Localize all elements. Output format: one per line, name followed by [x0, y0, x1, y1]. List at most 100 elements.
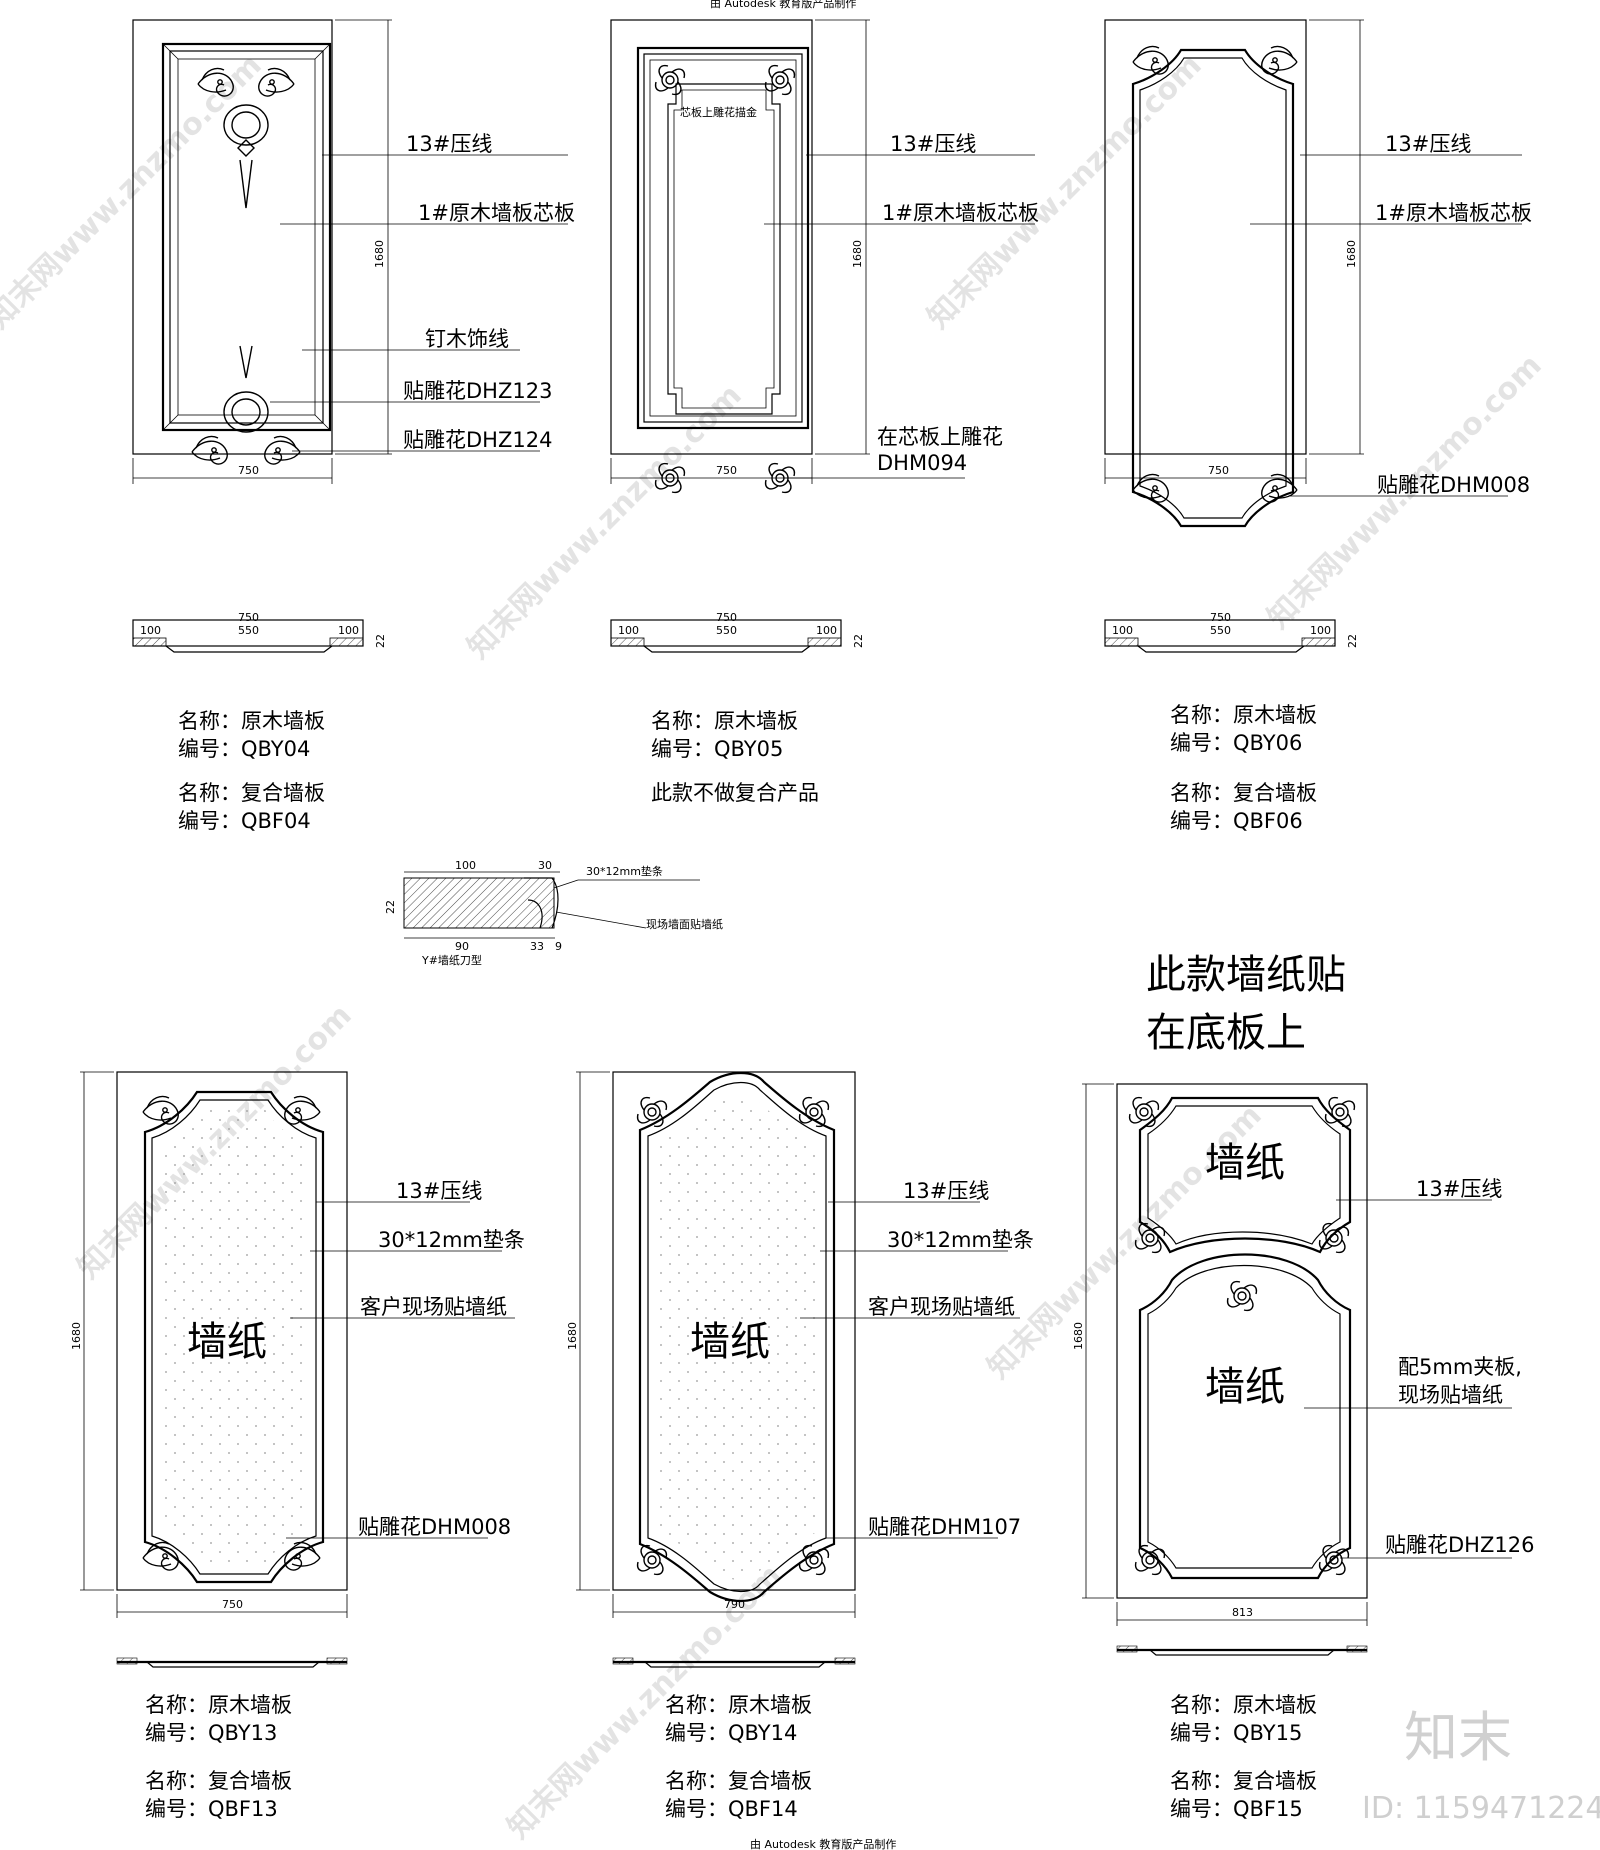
caption-line: 名称：原木墙板 [665, 1693, 812, 1717]
section-dim-left: 100 [140, 624, 161, 637]
label-moulding: 13#压线 [396, 1179, 482, 1203]
panel-qby06: 1680 750 13#压线 1#原木墙板芯板 贴雕花DHM008 750 10… [1104, 19, 1532, 833]
section-dim-right: 100 [816, 624, 837, 637]
caption-line: 名称：原木墙板 [145, 1693, 292, 1717]
label-carving-code: DHM094 [877, 451, 967, 475]
section-dim-thk: 22 [1346, 634, 1359, 648]
section-dim-total: 750 [238, 611, 259, 624]
carving-dhm107-icon [636, 1096, 668, 1128]
panel-qby13: 墙纸 1680 750 13#压线 30*12mm垫条 客户现场贴墙纸 贴雕花D… [70, 1071, 525, 1821]
panel-frame [132, 19, 333, 455]
section-dim-mid: 550 [1210, 624, 1231, 637]
panel-moulding [1131, 48, 1295, 528]
caption-line: 名称：复合墙板 [665, 1769, 812, 1793]
caption-line: 名称：原木墙板 [178, 709, 325, 733]
detail-dim: 90 [455, 940, 469, 953]
caption-line: 名称：原木墙板 [1170, 1693, 1317, 1717]
section-profile: 750 100 550 100 22 [132, 611, 387, 653]
carving-dhm008-icon [1132, 473, 1169, 503]
label-core-board: 1#原木墙板芯板 [418, 201, 575, 225]
autodesk-note-bottom: 由 Autodesk 教育版产品制作 [750, 1837, 896, 1850]
carving-dhz124-icon [191, 345, 301, 465]
label-strip: 30*12mm垫条 [887, 1228, 1034, 1252]
panel-frame [1116, 1083, 1368, 1599]
width-dim: 813 [1232, 1606, 1253, 1619]
rosette-icon [654, 64, 686, 96]
note-big-line2: 在底板上 [1146, 1010, 1306, 1056]
label-core-board: 1#原木墙板芯板 [882, 201, 1039, 225]
height-dim: 1680 [566, 1322, 579, 1350]
watermark-text: 知末网www.znzmo.com [921, 48, 1209, 336]
section-profile: 750 100 550 100 22 [1104, 611, 1359, 653]
section-dim-left: 100 [618, 624, 639, 637]
inner-note: 芯板上雕花描金 [680, 105, 757, 119]
wallpaper-text-bottom: 墙纸 [1205, 1364, 1285, 1410]
caption-line: 名称：原木墙板 [1170, 703, 1317, 727]
width-dim: 790 [724, 1598, 745, 1611]
width-dim: 750 [1208, 464, 1229, 477]
width-dim: 750 [238, 464, 259, 477]
carving-dhm008-icon [142, 1095, 179, 1125]
panel-frame [612, 1071, 856, 1591]
upper-moulding [1138, 1096, 1352, 1254]
caption-line: 名称：复合墙板 [178, 781, 325, 805]
carving-dhz123-icon [197, 67, 295, 209]
caption-line: 编号：QBF15 [1170, 1797, 1303, 1821]
label-wallpaper: 客户现场贴墙纸 [360, 1295, 507, 1319]
panel-qby04: 1680 750 13#压线 1#原木墙板芯板 钉木饰线 贴雕花DHZ123 贴… [132, 19, 575, 833]
panel-qby14: 墙纸 1680 790 13#压线 30*12mm垫条 客户现场贴墙纸 贴雕花D… [566, 1071, 1034, 1821]
section-dim-right: 100 [1310, 624, 1331, 637]
width-dim: 750 [716, 464, 737, 477]
lower-moulding [1138, 1253, 1352, 1580]
label-plywood: 配5mm夹板, [1398, 1355, 1522, 1379]
carving-dhz126-icon [1226, 1280, 1258, 1312]
section-dim-total: 750 [716, 611, 737, 624]
label-carving: 在芯板上雕花 [877, 425, 1003, 449]
section-dim-mid: 550 [238, 624, 259, 637]
panel-frame [610, 19, 813, 455]
height-dim: 1680 [70, 1322, 83, 1350]
section-dim-right: 100 [338, 624, 359, 637]
label-carving-2: 贴雕花DHZ124 [403, 428, 552, 452]
note-big-line1: 此款墙纸贴 [1146, 952, 1346, 998]
caption-line: 编号：QBY06 [1170, 731, 1302, 755]
label-carving: 贴雕花DHM107 [868, 1515, 1021, 1539]
watermark-text: 知末网www.znzmo.com [461, 378, 749, 666]
width-dim: 750 [222, 1598, 243, 1611]
label-trim: 钉木饰线 [425, 327, 509, 351]
height-dim: 1680 [1072, 1322, 1085, 1350]
detail-callout-wall: 现场墙面贴墙纸 [646, 917, 723, 931]
carving-dhz126-icon [1318, 1222, 1350, 1254]
section-profile: 750 100 550 100 22 [610, 611, 865, 653]
caption-line: 编号：QBF14 [665, 1797, 798, 1821]
label-carving: 贴雕花DHZ126 [1385, 1533, 1534, 1557]
label-strip: 30*12mm垫条 [378, 1228, 525, 1252]
label-moulding: 13#压线 [1385, 132, 1471, 156]
detail-dim: 100 [455, 859, 476, 872]
label-moulding: 13#压线 [890, 132, 976, 156]
caption-line: 编号：QBY15 [1170, 1721, 1302, 1745]
panel-qby05: 芯板上雕花描金 1680 750 13#压线 1#原木墙板芯板 在芯板上雕花 D… [610, 19, 1039, 805]
caption-line: 此款不做复合产品 [651, 781, 819, 805]
watermark-text: 知末网www.znzmo.com [0, 48, 269, 336]
wallpaper-text: 墙纸 [690, 1319, 770, 1365]
inner-fretwork [667, 83, 781, 415]
caption-line: 名称：原木墙板 [651, 709, 798, 733]
label-core-board: 1#原木墙板芯板 [1375, 201, 1532, 225]
panel-moulding [143, 1090, 325, 1584]
panel-qby15: 墙纸 墙纸 1680 813 13#压线 配5mm夹板, 现场贴墙纸 贴雕花DH… [1072, 1083, 1534, 1821]
section-dim-thk: 22 [852, 634, 865, 648]
image-id: ID: 1159471224 [1362, 1791, 1600, 1826]
label-moulding: 13#压线 [1416, 1177, 1502, 1201]
label-moulding: 13#压线 [406, 132, 492, 156]
panel-moulding [636, 46, 810, 430]
caption-line: 名称：复合墙板 [1170, 1769, 1317, 1793]
caption-line: 编号：QBY05 [651, 737, 783, 761]
label-carving-1: 贴雕花DHZ123 [403, 379, 552, 403]
detail-dim: 22 [384, 900, 397, 914]
wallpaper-text: 墙纸 [187, 1319, 267, 1365]
caption-line: 编号：QBF04 [178, 809, 311, 833]
wallpaper-text-top: 墙纸 [1205, 1140, 1285, 1186]
section-detail-y: 100 30 22 90 33 9 Y#墙纸刀型 30*12mm垫条 现场墙面贴… [384, 859, 723, 967]
